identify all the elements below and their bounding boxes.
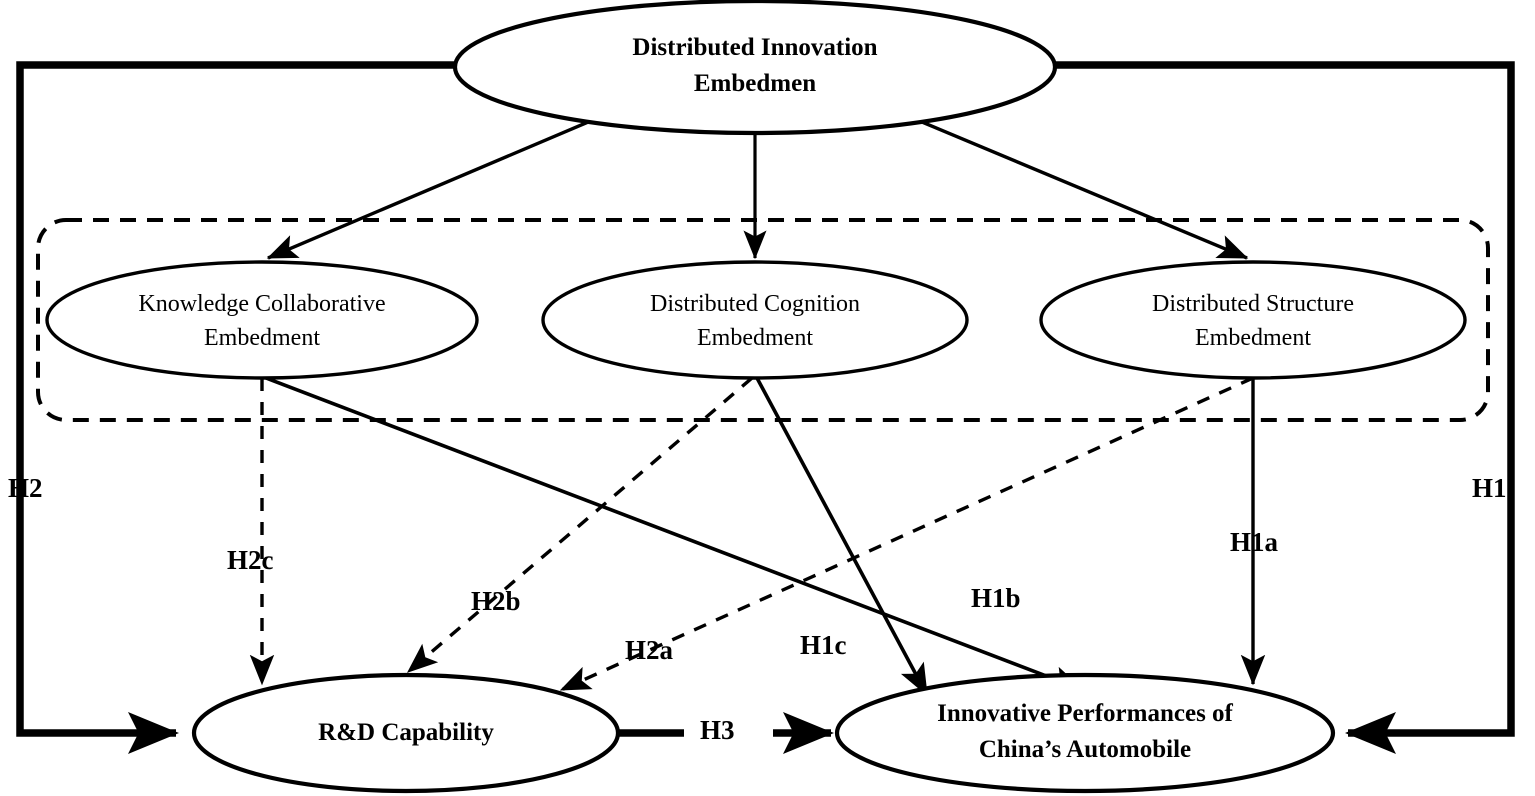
hypothesis-label-h3: H3 — [700, 715, 735, 745]
node-distributed-structure-embedment[interactable] — [1039, 260, 1467, 380]
hypothesis-label-h2c: H2c — [227, 545, 274, 575]
edge-din-to-dse — [909, 115, 1249, 260]
node-distributed-cognition-embedment[interactable] — [541, 260, 969, 380]
node-innovative-performances[interactable] — [834, 672, 1336, 794]
edge-h2b-dce-to-rnd — [406, 376, 754, 674]
hypothesis-label-h1c: H1c — [800, 630, 847, 660]
hypothesis-label-h2a: H2a — [625, 635, 674, 665]
edge-h1c-dce-to-ipa — [755, 377, 929, 697]
node-distributed-innovation-embedmen[interactable] — [452, 0, 1058, 136]
hypothesis-label-h2b: H2b — [471, 586, 521, 616]
edge-h2-outer-left — [16, 61, 455, 754]
hypothesis-label-h1a: H1a — [1230, 527, 1279, 557]
dashed-group-container — [36, 218, 1490, 422]
node-rnd-capability[interactable] — [191, 672, 621, 794]
node-knowledge-collaborative-embedment[interactable] — [45, 260, 479, 380]
edge-h2a-dse-to-rnd — [559, 376, 1254, 692]
hypothesis-label-h2: H2 — [8, 473, 43, 503]
hypothesis-label-h1b: H1b — [971, 583, 1021, 613]
hypothesis-label-h1: H1 — [1472, 473, 1507, 503]
edge-h1-outer-right — [1055, 61, 1515, 754]
edge-h1b-kce-to-ipa — [265, 376, 1085, 692]
edge-din-to-kce — [266, 115, 601, 260]
